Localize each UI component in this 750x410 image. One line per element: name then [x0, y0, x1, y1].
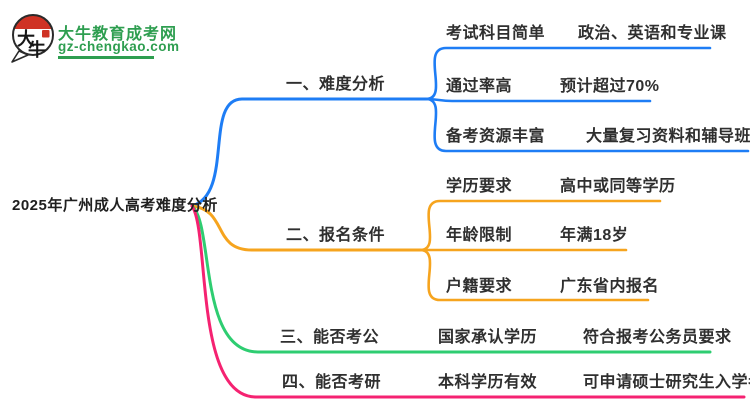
site-logo: 大 牛	[8, 10, 58, 64]
edge-root-to-branch3	[190, 204, 712, 354]
edge-root-to-branch1	[190, 97, 428, 208]
branch2-child3-value: 广东省内报名	[560, 278, 660, 295]
site-url: gz-chengkao.com	[58, 39, 180, 54]
svg-text:大: 大	[17, 28, 35, 49]
branch1-child3-name: 备考资源丰富	[446, 128, 546, 145]
edge-branch2-to-child3	[418, 248, 650, 302]
branch2-child3-name: 户籍要求	[446, 278, 513, 295]
branch3-label: 三、能否考公	[280, 329, 380, 346]
edge-branch2-to-child1	[418, 199, 662, 252]
branch2-label: 二、报名条件	[286, 227, 386, 244]
branch3-child1-value: 符合报考公务员要求	[583, 329, 732, 346]
branch3-child1-name: 国家承认学历	[438, 329, 538, 346]
branch4-child1-value: 可申请硕士研究生入学考试	[583, 374, 750, 391]
branch2-child1-value: 高中或同等学历	[560, 178, 676, 195]
branch2-child1-name: 学历要求	[446, 178, 513, 195]
branch2-child2-name: 年龄限制	[446, 227, 513, 244]
edge-root-to-branch2	[190, 204, 422, 252]
branch1-label: 一、难度分析	[286, 76, 386, 93]
svg-text:牛: 牛	[28, 39, 46, 60]
edge-root-to-branch4	[190, 204, 746, 399]
site-url-underline	[58, 56, 154, 59]
branch1-child3-value: 大量复习资料和辅导班	[586, 128, 750, 145]
branch1-child2-value: 预计超过70%	[560, 78, 660, 95]
bull-speech-bubble-icon: 大 牛	[11, 14, 54, 63]
root-node: 2025年广州成人高考难度分析	[12, 197, 218, 214]
branch4-child1-name: 本科学历有效	[438, 374, 538, 391]
branch4-label: 四、能否考研	[282, 374, 382, 391]
branch1-child2-name: 通过率高	[446, 78, 513, 95]
edge-branch1-to-child1	[424, 46, 712, 101]
branch1-child1-value: 政治、英语和专业课	[578, 25, 727, 42]
branch2-child2-value: 年满18岁	[560, 227, 629, 244]
edge-branch1-to-child3	[424, 97, 750, 153]
site-name: 大牛教育成考网	[58, 26, 178, 43]
branch1-child1-name: 考试科目简单	[446, 25, 546, 42]
edge-branch1-to-child2	[424, 97, 652, 103]
